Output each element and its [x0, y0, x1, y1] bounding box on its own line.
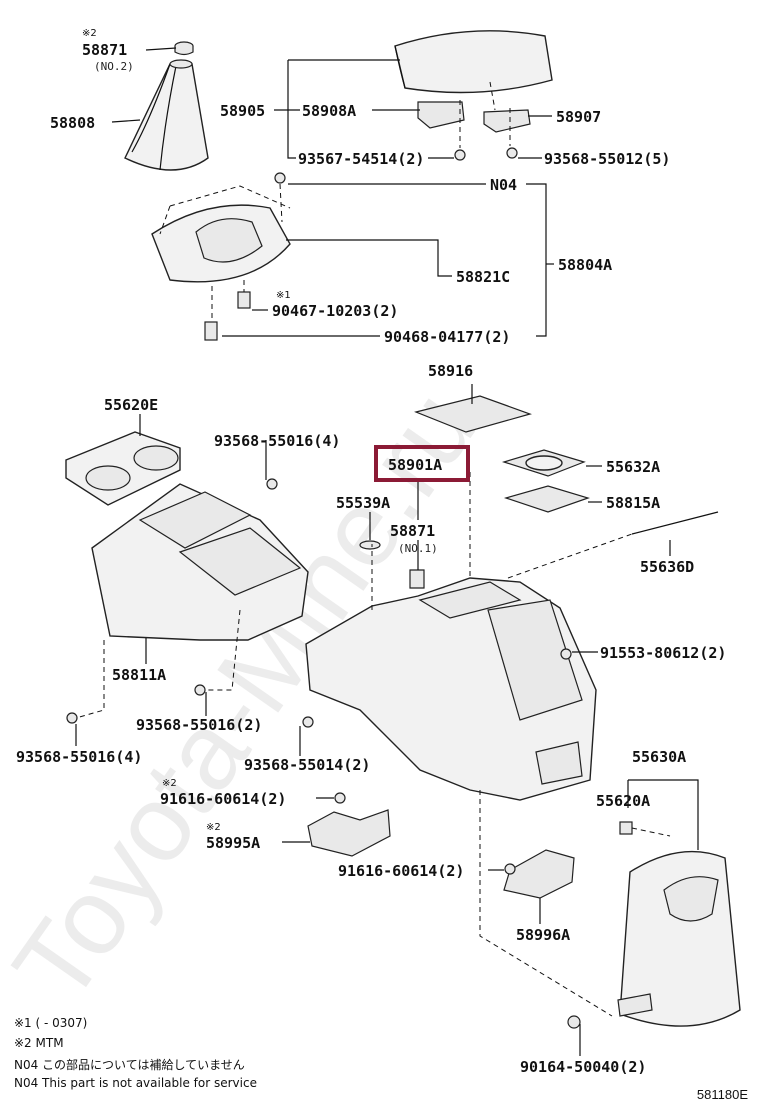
clip-55620A [619, 821, 633, 835]
label-93567-54514: 93567-54514(2) [298, 150, 424, 168]
label-91553: 91553-80612(2) [600, 644, 726, 662]
label-55620A: 55620A [596, 792, 650, 810]
label-58901A: 58901A [388, 456, 442, 474]
clip-55539A [359, 540, 381, 550]
note-4: N04 This part is not available for servi… [14, 1076, 257, 1090]
shift-bezel-58821C [151, 185, 291, 283]
screw-93568-55016-a [266, 478, 278, 490]
label-91616-a: 91616-60614(2) [160, 790, 286, 808]
label-90164: 90164-50040(2) [520, 1058, 646, 1076]
label-58804A: 58804A [558, 256, 612, 274]
label-55620E: 55620E [104, 396, 158, 414]
cap-58871-no2 [174, 41, 194, 56]
console-front-58811A [91, 483, 309, 641]
cup-holder-55620E [65, 431, 181, 506]
label-58821C: 58821C [456, 268, 510, 286]
screw-91553 [560, 648, 572, 660]
label-93568-55012: 93568-55012(5) [544, 150, 670, 168]
label-58995A-mark: ※2 [206, 822, 221, 833]
hinge-58908A [417, 101, 465, 129]
label-58995A: 58995A [206, 834, 260, 852]
label-91616-a-mark: ※2 [162, 778, 177, 789]
rear-cover-55630A [617, 850, 741, 1027]
clip-90468 [204, 321, 218, 341]
label-58996A: 58996A [516, 926, 570, 944]
note-2: ※2 MTM [14, 1036, 64, 1050]
label-55630A: 55630A [632, 748, 686, 766]
label-58871-mid: 58871 [390, 522, 435, 540]
screw-90164 [567, 1015, 581, 1029]
label-58811A: 58811A [112, 666, 166, 684]
label-58907: 58907 [556, 108, 601, 126]
label-58905: 58905 [220, 102, 265, 120]
label-58908A: 58908A [302, 102, 356, 120]
label-90467-mark: ※1 [276, 290, 291, 301]
console-box-58901A [305, 470, 633, 801]
diagram-code: 581180E [696, 1087, 748, 1102]
clip-90467 [237, 291, 251, 309]
rod-55636D [631, 511, 719, 535]
mat-58815A [503, 485, 590, 513]
armrest-pad-58905 [394, 30, 553, 94]
bolt-91616-b [504, 863, 516, 875]
label-55632A: 55632A [606, 458, 660, 476]
screw-N04 [274, 172, 286, 184]
label-93568-55016-c: 93568-55016(4) [16, 748, 142, 766]
label-93568-55016-a: 93568-55016(4) [214, 432, 340, 450]
label-58871-top-mark: ※2 [82, 28, 97, 39]
label-58871-top: 58871 [82, 41, 127, 59]
screw-93568-55012 [506, 147, 518, 159]
screw-93567 [454, 149, 466, 161]
bezel-55632A [501, 449, 586, 477]
label-58871-mid-sub: (NO.1) [398, 542, 438, 555]
label-58916: 58916 [428, 362, 473, 380]
mat-58916 [414, 395, 532, 433]
label-90468: 90468-04177(2) [384, 328, 510, 346]
note-3: N04 この部品については補給していません [14, 1058, 245, 1072]
highlighted-part-58901A[interactable]: 58901A [374, 445, 470, 482]
hinge-58907 [483, 109, 531, 133]
label-58808: 58808 [50, 114, 95, 132]
grommet-58871-no1 [409, 569, 425, 589]
shift-boot-58808 [124, 59, 209, 171]
label-55539A: 55539A [336, 494, 390, 512]
bolt-91616-a [334, 792, 346, 804]
bracket-58996A [503, 849, 575, 899]
note-1: ※1 ( - 0307) [14, 1016, 88, 1030]
label-N04: N04 [490, 176, 517, 194]
label-90467: 90467-10203(2) [272, 302, 398, 320]
label-93568-55016-b: 93568-55016(2) [136, 716, 262, 734]
label-93568-55014: 93568-55014(2) [244, 756, 370, 774]
label-58815A: 58815A [606, 494, 660, 512]
screw-93568-55016-b [194, 684, 206, 696]
label-55636D: 55636D [640, 558, 694, 576]
screw-93568-55014 [302, 716, 314, 728]
label-58871-top-sub: (NO.2) [94, 60, 134, 73]
label-91616-b: 91616-60614(2) [338, 862, 464, 880]
screw-93568-55016-c [66, 712, 78, 724]
bracket-58995A [307, 809, 391, 857]
